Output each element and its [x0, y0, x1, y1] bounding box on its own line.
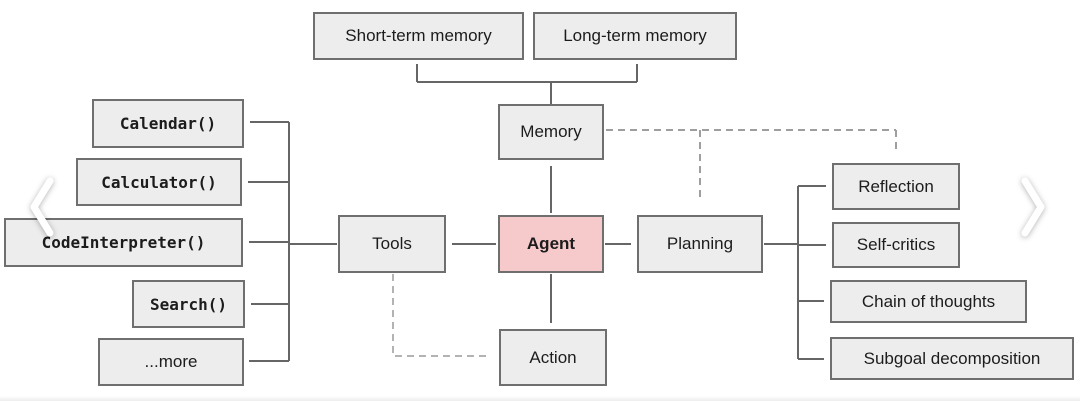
node-long-term-memory: Long-term memory: [533, 12, 737, 60]
carousel-next-button[interactable]: [1016, 176, 1050, 238]
chevron-left-icon: [30, 177, 54, 237]
node-planning: Planning: [637, 215, 763, 273]
node-memory: Memory: [498, 104, 604, 160]
node-tools: Tools: [338, 215, 446, 273]
node-more-tools: ...more: [98, 338, 244, 386]
node-subgoal-decomposition: Subgoal decomposition: [830, 337, 1074, 380]
image-bottom-edge: [0, 396, 1080, 401]
node-calendar: Calendar(): [92, 99, 244, 148]
node-reflection: Reflection: [832, 163, 960, 210]
node-short-term-memory: Short-term memory: [313, 12, 524, 60]
node-agent: Agent: [498, 215, 604, 273]
node-chain-of-thoughts: Chain of thoughts: [830, 280, 1027, 323]
carousel-prev-button[interactable]: [25, 176, 59, 238]
node-search: Search(): [132, 280, 245, 328]
node-action: Action: [499, 329, 607, 386]
chevron-right-icon: [1021, 177, 1045, 237]
node-self-critics: Self-critics: [832, 222, 960, 268]
node-calculator: Calculator(): [76, 158, 242, 206]
